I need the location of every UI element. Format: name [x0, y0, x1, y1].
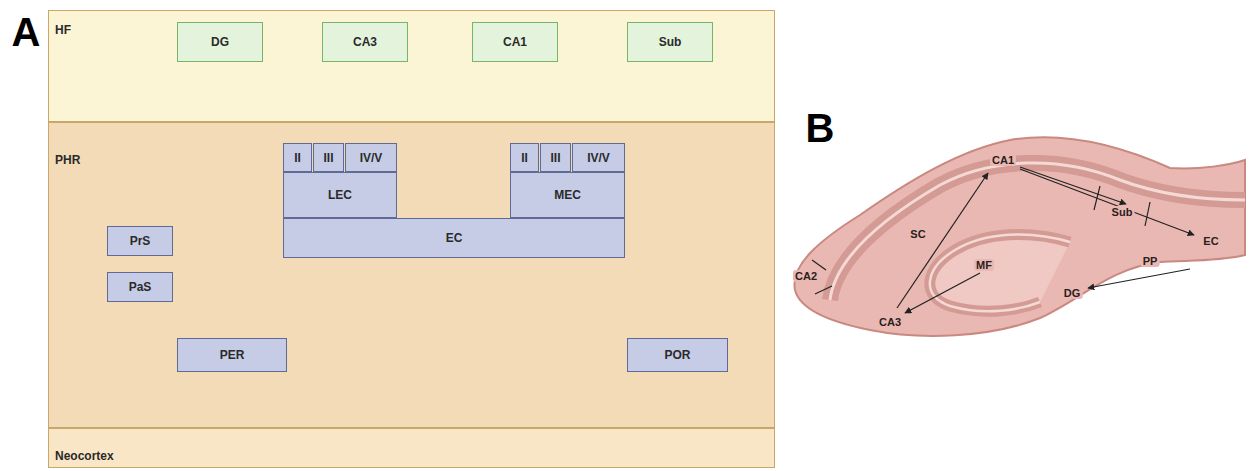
- cortex-box: MEC: [510, 172, 625, 218]
- mossy-fiber-arrow: [905, 273, 980, 313]
- box-label: IV/V: [587, 151, 610, 165]
- region-band: DG CA3 CA1 Sub HF: [48, 10, 775, 122]
- cortex-box: IV/V: [345, 143, 397, 172]
- box-label: CA1: [503, 35, 527, 49]
- region-label: PHR: [55, 153, 80, 167]
- cortex-box: III: [313, 143, 344, 172]
- boundary-tick: [815, 286, 832, 294]
- cortex-box: II: [283, 143, 312, 172]
- box-label: II: [294, 151, 301, 165]
- region-label: DG: [1062, 287, 1083, 299]
- schaffer-collateral-arrow: [897, 173, 988, 308]
- region-label: Neocortex: [55, 449, 114, 463]
- region-label: CA3: [877, 316, 903, 328]
- cortex-box: PaS: [107, 272, 173, 302]
- box-label: MEC: [554, 188, 581, 202]
- boundary-tick: [812, 260, 826, 270]
- cortex-box: III: [540, 143, 571, 172]
- box-label: PER: [220, 348, 245, 362]
- cortex-box: IV/V: [572, 143, 625, 172]
- box-label: III: [550, 151, 560, 165]
- hippocampus-outline: [794, 137, 1245, 336]
- cortex-box: LEC: [283, 172, 397, 218]
- cortex-box: EC: [283, 218, 625, 258]
- region-label: Sub: [1110, 206, 1135, 218]
- box-label: IV/V: [360, 151, 383, 165]
- box-label: POR: [664, 348, 690, 362]
- ca1-ec-arrow: [1020, 169, 1194, 235]
- boundary-tick: [1094, 186, 1100, 210]
- region-label: CA1: [990, 154, 1016, 166]
- box-label: PrS: [130, 234, 151, 248]
- box-label: DG: [211, 35, 229, 49]
- cortex-box: PER: [177, 338, 287, 372]
- cortex-box: PrS: [107, 226, 173, 256]
- dentate-gyrus-layer: [930, 234, 1070, 311]
- region-band: Neocortex: [48, 428, 775, 468]
- cortex-box: II: [510, 143, 539, 172]
- box-label: EC: [446, 231, 463, 245]
- box-label: LEC: [328, 188, 352, 202]
- box-label: III: [323, 151, 333, 165]
- region-label: CA2: [793, 270, 819, 282]
- pathway-label: MF: [974, 259, 994, 271]
- hippocampal-box: CA3: [322, 22, 408, 62]
- dentate-gyrus-area: [930, 234, 1070, 311]
- panel-letter: B: [806, 106, 835, 151]
- region-label: EC: [1201, 235, 1220, 247]
- boundary-tick: [1145, 202, 1150, 226]
- ca1-sub-arrow: [1020, 167, 1126, 204]
- pathway-label: SC: [908, 228, 927, 240]
- hippocampal-box: Sub: [627, 22, 713, 62]
- box-label: Sub: [659, 35, 682, 49]
- region-label: HF: [55, 23, 71, 37]
- perforant-path-arrow: [1088, 269, 1190, 288]
- box-label: CA3: [353, 35, 377, 49]
- box-label: PaS: [129, 280, 152, 294]
- pathway-label: PP: [1141, 255, 1160, 267]
- panel-letter: A: [12, 10, 41, 55]
- hippocampal-box: DG: [177, 22, 263, 62]
- cortex-box: POR: [627, 338, 728, 372]
- hippocampal-box: CA1: [472, 22, 558, 62]
- box-label: II: [521, 151, 528, 165]
- region-band: IIIIIIV/VLECIIIIIIV/VMECECPrSPaSPERPORPH…: [48, 122, 775, 428]
